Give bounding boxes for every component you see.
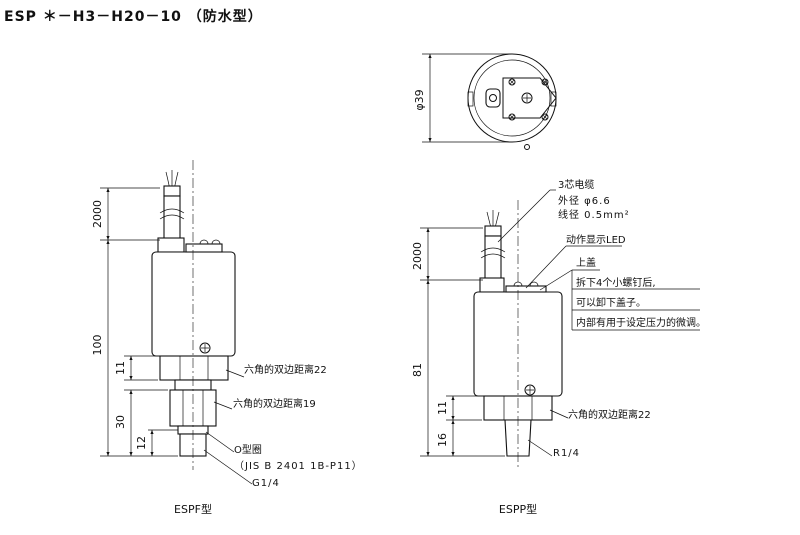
espp-dim-diameter: φ39: [413, 89, 426, 110]
espf-dimensions: 2000 100 11 30 12: [91, 187, 178, 457]
espf-hex22: [159, 355, 229, 381]
espf-dim-cable: 2000: [91, 200, 104, 228]
espp-label-note2: 可以卸下盖子。: [576, 296, 646, 309]
espp-label-thread: R1/4: [553, 448, 580, 459]
espp-label-hex22: 六角的双边距离22: [568, 408, 651, 421]
espf-label-hex22: 六角的双边距离22: [244, 363, 327, 376]
espf-top-screws: [185, 239, 223, 253]
espf-caption: ESPF型: [174, 502, 212, 516]
espf-label-jis: （JIS B 2401 1B-P11）: [234, 460, 363, 472]
espp-label-note3: 内部有用于设定压力的微调。: [576, 316, 706, 329]
espp-top-screws: [505, 281, 547, 293]
espp-dimensions: 2000 81 11 16: [411, 227, 505, 457]
espp-trim-screw-icon: [524, 384, 536, 396]
espf-callouts: [203, 369, 253, 485]
espp-label-wire-dia: 线径 0.5mm²: [558, 208, 630, 221]
espf-dim-thread: 12: [135, 436, 148, 450]
espp-label-cable-title: 3芯电缆: [558, 178, 594, 191]
espp-cable: [479, 210, 506, 293]
espf-label-thread: G1/4: [252, 478, 280, 489]
espf-dim-hex: 11: [114, 361, 127, 375]
espp-top-screws-icon: [508, 78, 549, 121]
espp-top-view: φ39: [413, 53, 557, 150]
espp-dim-hex: 11: [436, 401, 449, 415]
espp-dim-total: 81: [411, 363, 424, 377]
espf-label-hex19: 六角的双边距离19: [233, 397, 316, 410]
espf-label-oring: O型圈: [234, 443, 262, 456]
espp-label-cover: 上盖: [576, 256, 596, 269]
espp-drawing: 2000 81 11 16 3芯电缆 外径 φ6.6 线径 0.5mm² 动作显…: [411, 178, 706, 516]
espp-dim-thread: 16: [436, 433, 449, 447]
drawing-title: ESP ＊－H3－H20－10 （防水型）: [4, 9, 263, 25]
espf-cable: [157, 170, 185, 253]
espp-label-outer-dia: 外径 φ6.6: [558, 194, 611, 207]
espf-dim-total: 100: [91, 335, 104, 356]
espf-drawing: 2000 100 11 30 12 六角的双边距离22 六角的双边距离19 O型…: [91, 160, 363, 516]
espf-dim-lower: 30: [114, 415, 127, 429]
espp-callouts: [497, 189, 700, 457]
espp-label-led: 动作显示LED: [566, 234, 626, 246]
espp-label-note1: 拆下4个小螺钉后,: [576, 276, 656, 289]
espf-trim-screw-icon: [199, 342, 211, 354]
espp-caption: ESPP型: [499, 502, 537, 516]
espp-dim-cable: 2000: [411, 242, 424, 270]
espf-body: [151, 251, 236, 357]
